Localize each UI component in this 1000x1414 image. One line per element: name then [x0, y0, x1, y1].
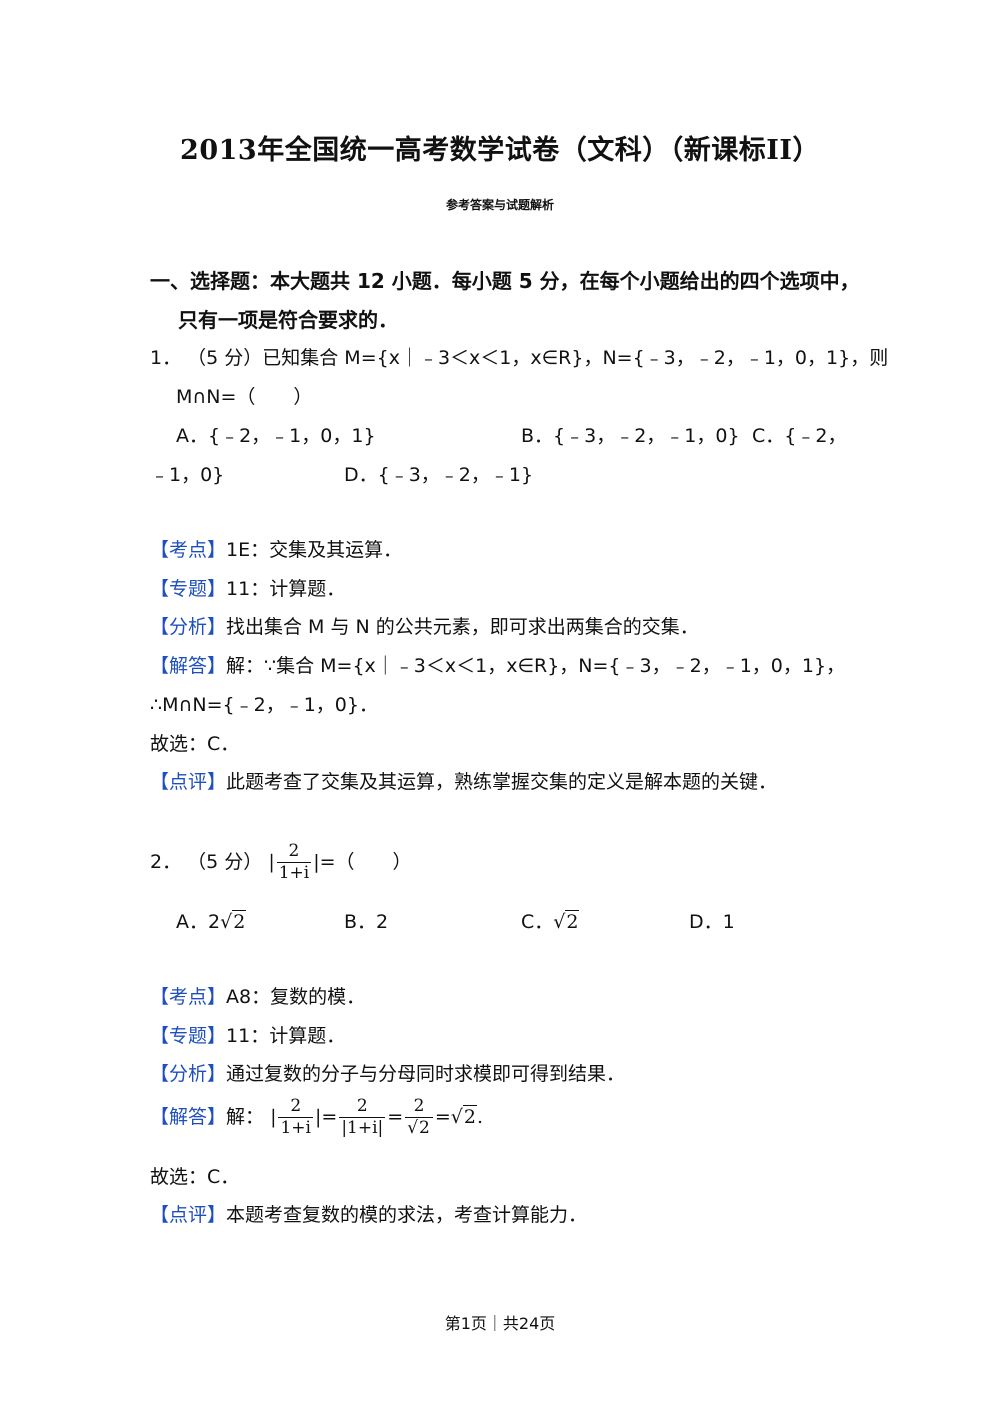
dianping-tag: 【点评】	[150, 771, 227, 793]
dianping-tag: 【点评】	[150, 1204, 227, 1226]
page-title: 2013年全国统一高考数学试卷（文科）（新课标II）	[180, 135, 820, 166]
q1-stem-line2: M∩N=（ ）	[176, 386, 313, 408]
sqrt-icon: √2	[450, 1105, 477, 1128]
q1-jieda: 【解答】解：∵集合 M={x｜﹣3＜x＜1，x∈R}，N={﹣3，﹣2，﹣1，0…	[150, 651, 845, 678]
q1-kaodian: 【考点】1E：交集及其运算．	[150, 535, 402, 562]
q2-zhuanti: 【专题】11：计算题．	[150, 1021, 345, 1048]
fenxi-text: 通过复数的分子与分母同时求模即可得到结果．	[226, 1063, 626, 1085]
q1-option-d: D．{﹣3，﹣2，﹣1}	[344, 464, 534, 486]
jieda-tag: 【解答】	[150, 1106, 227, 1128]
sol-fraction-3: 2√2	[405, 1098, 433, 1138]
q1-dianping: 【点评】此题考查了交集及其运算，熟练掌握交集的定义是解本题的关键．	[150, 767, 777, 794]
abs-bar: |	[270, 1106, 277, 1128]
q1-stem-line1: 1． （5 分）已知集合 M={x｜﹣3＜x＜1，x∈R}，N={﹣3，﹣2，﹣…	[150, 347, 889, 369]
zhuanti-text: 11：计算题．	[226, 578, 346, 600]
q1-option-c-cont: ﹣1，0}	[150, 464, 225, 486]
jieda-text: 解：∵集合 M={x｜﹣3＜x＜1，x∈R}，N={﹣3，﹣2，﹣1，0，1}，	[226, 655, 846, 677]
fenxi-tag: 【分析】	[150, 1063, 227, 1085]
q1-option-a: A．{﹣2，﹣1，0，1}	[176, 425, 376, 447]
zhuanti-tag: 【专题】	[150, 578, 227, 600]
fenxi-tag: 【分析】	[150, 616, 227, 638]
section-heading-line2: 只有一项是符合要求的．	[178, 308, 398, 332]
q1-answer: 故选：C．	[150, 733, 240, 755]
page-subtitle: 参考答案与试题解析	[445, 198, 554, 212]
fenxi-text: 找出集合 M 与 N 的公共元素，即可求出两集合的交集．	[226, 616, 699, 638]
kaodian-text: 1E：交集及其运算．	[226, 539, 403, 561]
sol-fraction-2: 2|1+i|	[339, 1096, 386, 1138]
q1-zhuanti: 【专题】11：计算题．	[150, 574, 345, 601]
abs-bar-left: |	[268, 851, 275, 873]
q2-option-c: C．√2	[521, 907, 580, 934]
frac-denominator: 1+i	[278, 863, 310, 883]
dianping-text: 本题考查复数的模的求法，考查计算能力．	[226, 1204, 588, 1226]
q2-answer: 故选：C．	[150, 1166, 240, 1188]
abs-bar: |=	[314, 1106, 338, 1128]
option-c-label: C．	[521, 911, 554, 933]
q2-option-a: A．2√2	[176, 907, 247, 934]
kaodian-text: A8：复数的模．	[226, 986, 366, 1008]
q2-option-b: B．2	[344, 911, 389, 933]
jieda-tag: 【解答】	[150, 655, 227, 677]
frac-numerator: 2	[276, 843, 312, 863]
q1-jieda-line2: ∴M∩N={﹣2，﹣1，0}．	[150, 694, 378, 716]
q2-fenxi: 【分析】通过复数的分子与分母同时求模即可得到结果．	[150, 1059, 625, 1086]
jieda-prefix: 解：	[226, 1106, 265, 1128]
kaodian-tag: 【考点】	[150, 986, 227, 1008]
equals-sign: =	[434, 1106, 451, 1128]
q1-fenxi: 【分析】找出集合 M 与 N 的公共元素，即可求出两集合的交集．	[150, 612, 699, 639]
q1-option-b: B．{﹣3，﹣2，﹣1，0}	[521, 425, 740, 447]
zhuanti-tag: 【专题】	[150, 1025, 227, 1047]
sqrt-icon: √2	[220, 910, 247, 933]
sqrt-icon: √2	[553, 910, 580, 933]
q2-stem-suffix: |=（ ）	[313, 851, 412, 873]
page-footer: 第1页｜共24页	[444, 1314, 556, 1333]
section-heading-line1: 一、选择题：本大题共 12 小题．每小题 5 分，在每个小题给出的四个选项中，	[150, 269, 860, 293]
kaodian-tag: 【考点】	[150, 539, 227, 561]
q1-option-c: C．{﹣2，	[752, 425, 847, 447]
q2-stem-prefix: 2． （5 分）	[150, 851, 263, 873]
period: .	[476, 1106, 484, 1128]
dianping-text: 此题考查了交集及其运算，熟练掌握交集的定义是解本题的关键．	[226, 771, 778, 793]
q2-dianping: 【点评】本题考查复数的模的求法，考查计算能力．	[150, 1200, 587, 1227]
q2-kaodian: 【考点】A8：复数的模．	[150, 982, 365, 1009]
zhuanti-text: 11：计算题．	[226, 1025, 346, 1047]
option-a-label: A．2	[176, 911, 221, 933]
equals-sign: =	[387, 1106, 404, 1128]
q2-option-d: D．1	[689, 911, 735, 933]
sqrt-icon: √2	[407, 1117, 431, 1138]
